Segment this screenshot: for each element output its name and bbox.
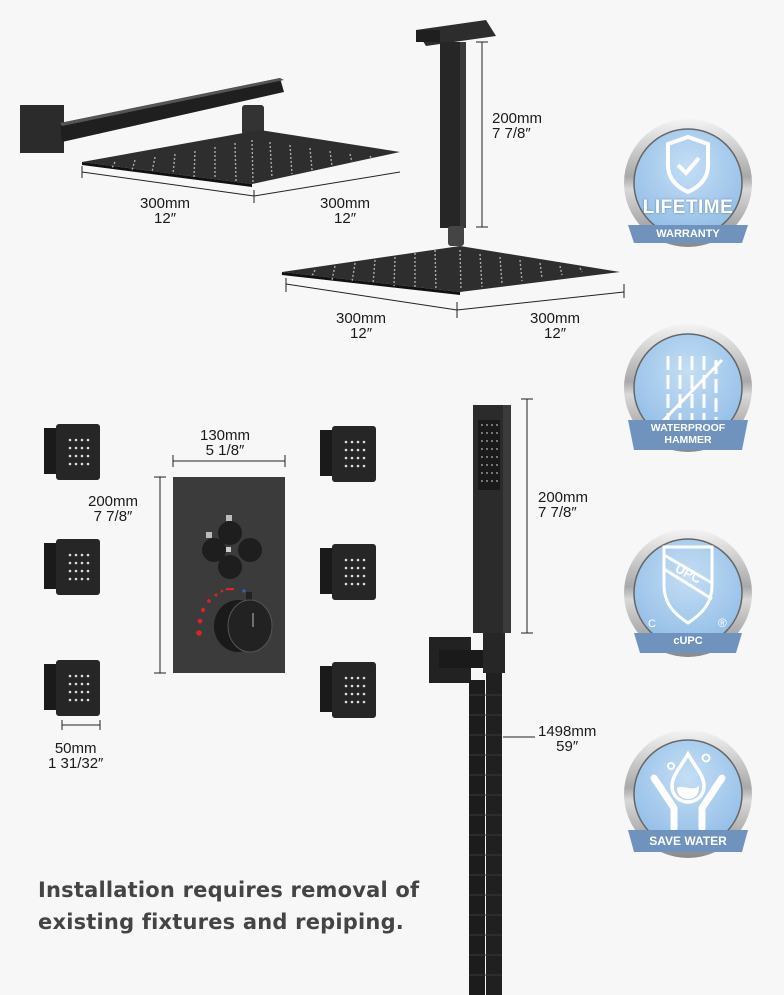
jet-width-dimension-line [61,720,101,730]
badge-ribbon-text: WARRANTY [656,228,720,240]
waterproof-hammer-badge: WATERPROOF HAMMER [622,322,754,454]
installation-note-line-1: Installation requires removal of [38,878,420,902]
hand-shower-illustration [429,398,535,995]
lifetime-warranty-badge: LIFETIME WARRANTY [622,117,754,249]
valve-width-label: 130mm 5 1/8″ [200,428,250,458]
dimension-inch: 5 1/8″ [205,442,245,459]
dimension-inch: 1 31/32″ [48,755,104,772]
canada-mark: C [648,618,656,630]
dimension-inch: 12″ [544,325,567,342]
hose-length-label: 1498mm 59″ [538,724,596,754]
dimension-inch: 59″ [556,738,579,755]
valve-panel-illustration [154,455,286,674]
dimension-mm: 200mm [538,489,589,506]
ceiling-head-width-right-label: 300mm 12″ [530,311,580,341]
badge-title: LIFETIME [642,197,734,218]
body-jet [44,539,100,595]
dimension-mm: 300mm [320,195,371,212]
dimension-mm: 50mm [54,740,97,757]
badge-ribbon-text: SAVE WATER [649,834,727,848]
jet-width-label: 50mm 1 31/32″ [48,741,103,771]
dimension-inch: 7 7/8″ [492,125,531,142]
water-drop-hands-icon [624,730,752,858]
dimension-mm: 1498mm [538,723,597,740]
dimension-inch: 7 7/8″ [538,504,577,521]
dimension-mm: 300mm [530,310,581,327]
wall-rain-shower-illustration [20,78,401,203]
dimension-mm: 130mm [200,427,251,444]
dimension-mm: 300mm [336,310,387,327]
badge-ribbon-text: cUPC [673,635,703,647]
installation-note: Installation requires removal of existin… [38,874,419,938]
cupc-badge: UPC C ® cUPC [622,527,754,659]
valve-height-label: 200mm 7 7/8″ [88,494,138,524]
ceiling-rain-shower-illustration [282,20,625,318]
registered-mark: ® [718,616,727,630]
badge-ribbon-text: WATERPROOF HAMMER [650,422,726,446]
wall-head-width-right-label: 300mm 12″ [320,196,370,226]
body-jet [44,660,100,716]
ceiling-arm-length-label: 200mm 7 7/8″ [492,111,542,141]
hand-shower-length-label: 200mm 7 7/8″ [538,490,588,520]
dimension-mm: 300mm [140,195,191,212]
body-jet [320,662,376,718]
installation-note-line-2: existing fixtures and repiping. [38,910,404,934]
dimension-inch: 12″ [334,210,357,227]
wall-head-width-left-label: 300mm 12″ [140,196,190,226]
dimension-inch: 12″ [154,210,177,227]
dimension-inch: 7 7/8″ [93,508,133,525]
shield-check-icon [624,119,752,247]
body-jet [44,424,100,480]
ceiling-head-width-left-label: 300mm 12″ [336,311,386,341]
waterproof-lines-icon [624,324,752,452]
dimension-inch: 12″ [350,325,373,342]
upc-shield-icon: UPC C ® [624,529,752,657]
body-jet [320,426,376,482]
save-water-badge: SAVE WATER [622,728,754,860]
dimension-mm: 200mm [88,493,139,510]
body-jet [320,544,376,600]
dimension-mm: 200mm [492,110,543,127]
